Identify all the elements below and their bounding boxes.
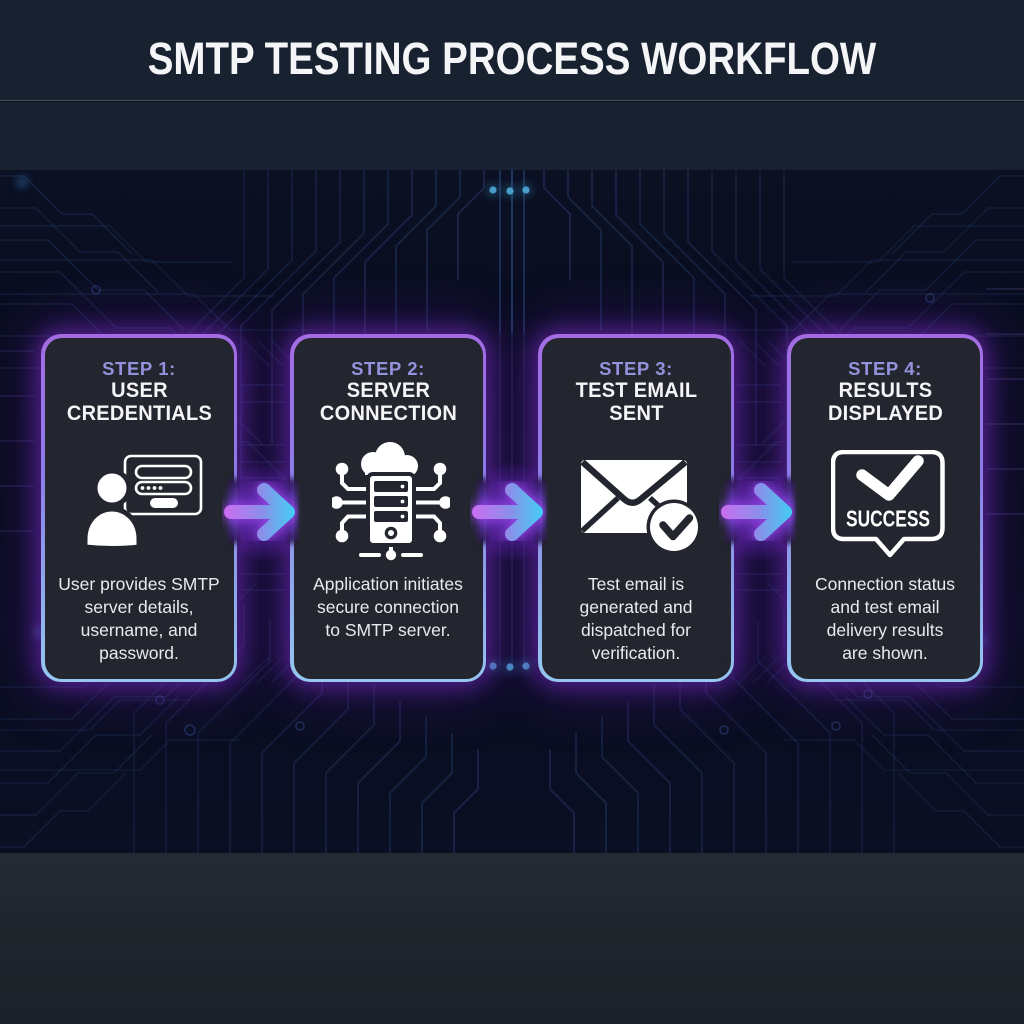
svg-text:SUCCESS: SUCCESS (846, 505, 930, 531)
